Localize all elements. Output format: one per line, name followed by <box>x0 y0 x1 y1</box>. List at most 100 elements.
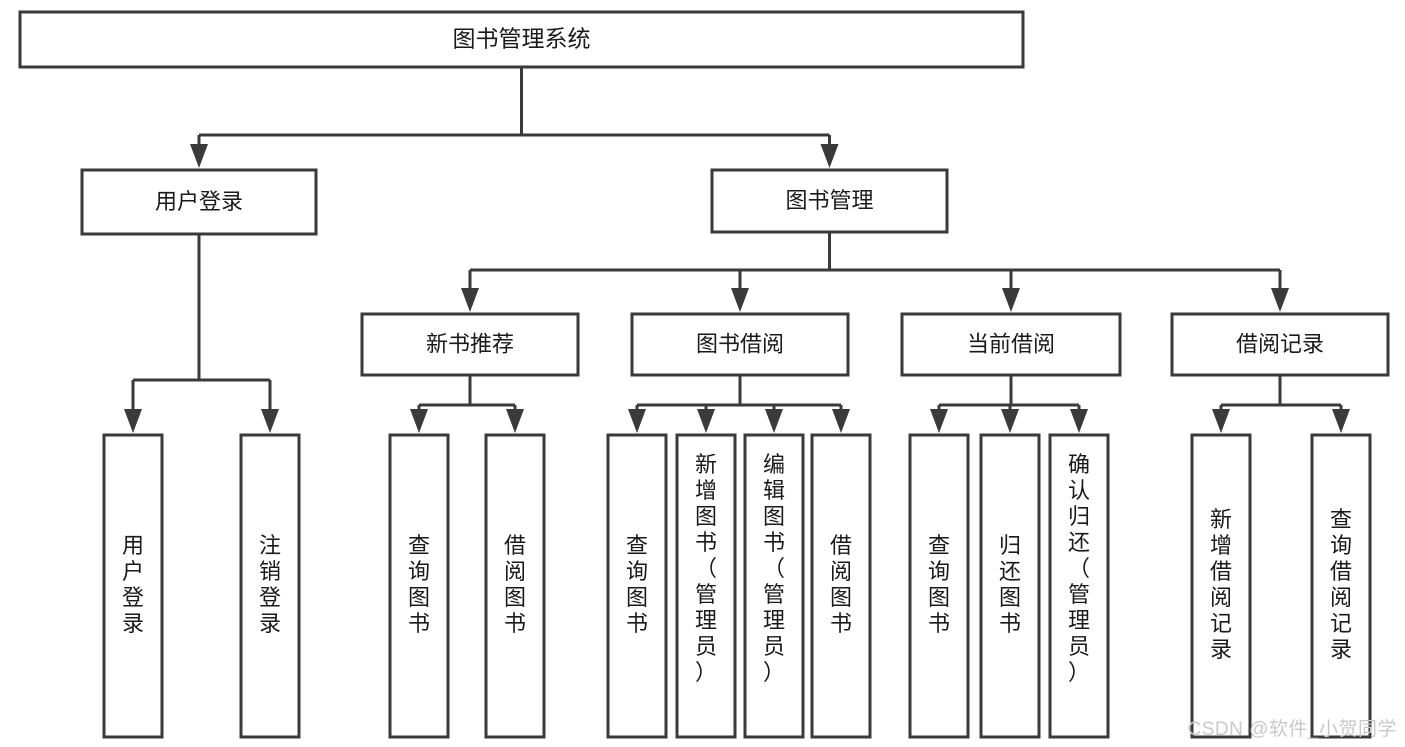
leaf-label-char: 销 <box>259 559 281 584</box>
leaf-label-char: 录 <box>259 611 281 636</box>
node-label: 借阅记录 <box>1236 331 1324 356</box>
arrow-head-icon <box>820 144 839 168</box>
leaf-label-char: 借 <box>504 533 526 558</box>
leaf-label-char: 图 <box>928 585 950 610</box>
node-current-borrow[interactable]: 当前借阅 <box>900 312 1122 377</box>
leaf-label-char: 员 <box>695 634 717 659</box>
arrow-head-icon <box>697 409 715 433</box>
leaf-label-char: 新 <box>695 452 717 477</box>
leaf-label-char: 图 <box>504 585 526 610</box>
node-label: 新书推荐 <box>426 331 514 356</box>
leaf-label-char: 查 <box>928 533 950 558</box>
leaf-label-char: （ <box>695 556 717 581</box>
leaf-label-char: 借 <box>830 533 852 558</box>
node-new-book-recommend[interactable]: 新书推荐 <box>360 312 580 377</box>
leaf-label-char: 记 <box>1330 611 1352 636</box>
node-book-borrow[interactable]: 图书借阅 <box>630 312 850 377</box>
node-borrow-record[interactable]: 借阅记录 <box>1170 312 1390 377</box>
leaf-label-char: 管 <box>1068 582 1090 607</box>
leaf-label-char: 阅 <box>504 559 526 584</box>
node-label: 图书管理系统 <box>453 26 591 52</box>
leaf-label-char: 用 <box>122 533 144 558</box>
node-label: 图书借阅 <box>696 331 784 356</box>
leaf-label-char: 书 <box>830 611 852 636</box>
node-label: 当前借阅 <box>967 331 1055 356</box>
leaf-label-char: 还 <box>1068 530 1090 555</box>
leaf-label-char: 图 <box>695 504 717 529</box>
leaf-label-char: 阅 <box>1210 585 1232 610</box>
leaf-label-char: ） <box>763 660 785 685</box>
node-leaf-user-login[interactable]: 用户登录 <box>102 433 164 739</box>
arrow-head-icon <box>1001 409 1019 433</box>
arrow-head-icon <box>261 409 279 433</box>
leaf-label-char: 编 <box>763 452 785 477</box>
leaf-label-char: 增 <box>695 478 717 503</box>
leaf-label-char: 书 <box>763 530 785 555</box>
leaf-label-char: 录 <box>122 611 144 636</box>
arrow-head-icon <box>1070 409 1088 433</box>
leaf-label-char: 还 <box>999 559 1021 584</box>
leaf-label-char: 理 <box>695 608 717 633</box>
leaf-label-char: 书 <box>408 611 430 636</box>
leaf-label-char: 书 <box>999 611 1021 636</box>
leaf-label-char: ） <box>695 660 717 685</box>
leaf-label-char: 理 <box>763 608 785 633</box>
leaf-label-char: 增 <box>1210 533 1232 558</box>
leaf-label-char: 阅 <box>1330 585 1352 610</box>
leaf-label-char: 录 <box>1330 637 1352 662</box>
leaf-label-char: 图 <box>763 504 785 529</box>
leaf-label-char: 记 <box>1210 611 1232 636</box>
node-label: 用户登录 <box>155 189 243 214</box>
leaf-label-char: ） <box>1068 660 1090 685</box>
arrow-head-icon <box>628 409 646 433</box>
leaf-label-char: 辑 <box>763 478 785 503</box>
node-book-manage[interactable]: 图书管理 <box>710 168 949 234</box>
leaf-label-char: 归 <box>1068 504 1090 529</box>
leaf-label-char: 登 <box>122 585 144 610</box>
arrow-head-icon <box>930 409 948 433</box>
leaf-label-char: 书 <box>626 611 648 636</box>
leaf-label-char: 借 <box>1210 559 1232 584</box>
leaf-label-char: 查 <box>408 533 430 558</box>
arrow-head-icon <box>765 409 783 433</box>
arrow-head-icon <box>461 288 479 312</box>
leaf-label-char: 归 <box>999 533 1021 558</box>
leaf-label-char: 注 <box>259 533 281 558</box>
leaf-label-char: 书 <box>504 611 526 636</box>
leaf-label-char: 理 <box>1068 608 1090 633</box>
arrow-head-icon <box>506 409 524 433</box>
leaf-label-char: 图 <box>626 585 648 610</box>
leaf-label-char: 书 <box>928 611 950 636</box>
leaf-label-char: 录 <box>1210 637 1232 662</box>
node-root-图书管理系统[interactable]: 图书管理系统 <box>18 10 1025 69</box>
leaf-label-char: 员 <box>763 634 785 659</box>
node-user-login[interactable]: 用户登录 <box>80 168 318 236</box>
leaf-label-char: 图 <box>830 585 852 610</box>
arrow-head-icon <box>1002 288 1020 312</box>
leaf-label-char: 询 <box>928 559 950 584</box>
leaf-label-char: 查 <box>1330 507 1352 532</box>
leaf-label-char: 询 <box>626 559 648 584</box>
arrow-head-icon <box>1271 288 1289 312</box>
leaf-label-char: 确 <box>1068 452 1090 477</box>
leaf-label-char: （ <box>763 556 785 581</box>
leaf-label-char: （ <box>1068 556 1090 581</box>
connector-layer <box>124 67 1350 433</box>
leaf-label-char: 新 <box>1210 507 1232 532</box>
leaf-label-char: 管 <box>695 582 717 607</box>
leaf-label-char: 户 <box>122 559 144 584</box>
